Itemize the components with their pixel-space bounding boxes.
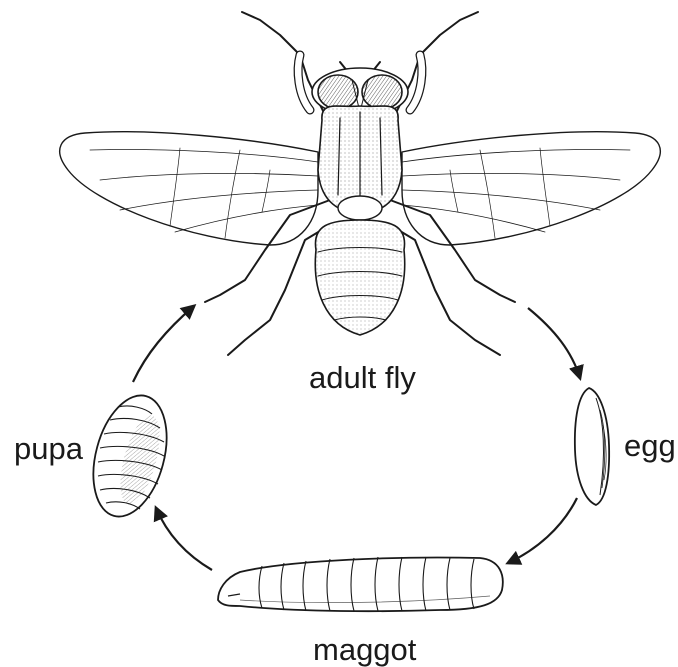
adult-fly-illustration	[60, 12, 661, 355]
maggot-label: maggot	[313, 634, 416, 665]
arrow-adult-to-egg	[528, 308, 580, 378]
pupa-illustration	[81, 387, 179, 524]
egg-label: egg	[624, 430, 676, 461]
left-wing	[60, 132, 318, 245]
arrow-pupa-to-adult	[133, 306, 194, 382]
fly-thorax	[318, 106, 402, 220]
right-wing	[402, 132, 660, 245]
arrow-maggot-to-pupa	[156, 508, 212, 570]
adult-fly-label: adult fly	[309, 362, 416, 393]
pupa-label: pupa	[14, 433, 83, 464]
maggot-illustration	[218, 557, 503, 611]
egg-illustration	[575, 388, 609, 505]
fly-abdomen	[315, 220, 404, 335]
arrow-egg-to-maggot	[508, 498, 577, 563]
cycle-arrows	[133, 306, 580, 570]
